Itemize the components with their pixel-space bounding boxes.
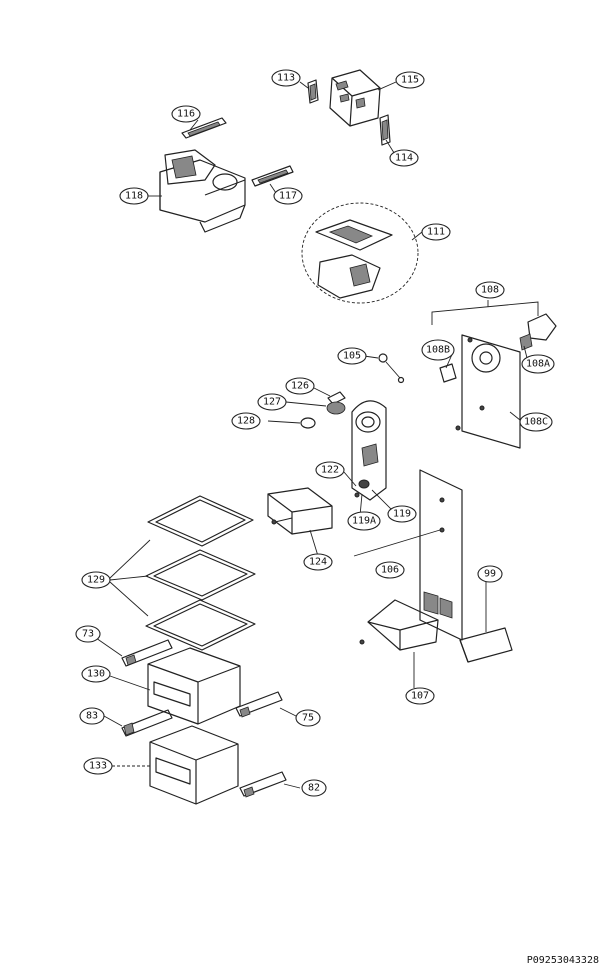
callout-113: 113 [271,69,301,87]
callout-119: 119 [387,505,417,523]
part-117-strip [251,165,294,187]
svg-text:108B: 108B [426,345,450,356]
svg-text:116: 116 [177,109,195,120]
part-119-housing [351,400,387,501]
callout-99: 99 [477,565,503,583]
svg-text:113: 113 [277,73,295,84]
callout-128: 128 [231,412,261,430]
callout-83: 83 [79,707,105,725]
document-id: P09253043328 [527,955,599,966]
svg-text:99: 99 [484,569,496,580]
callout-124: 124 [303,553,333,571]
callout-107: 107 [405,687,435,705]
svg-text:130: 130 [87,669,105,680]
svg-text:118: 118 [125,191,143,202]
part-116-strip [181,117,227,139]
callout-130: 130 [81,665,111,683]
svg-text:83: 83 [86,711,98,722]
part-105-screw [378,353,405,384]
svg-text:122: 122 [321,465,339,476]
svg-text:117: 117 [279,191,297,202]
callout-119a: 119A [347,511,381,531]
svg-text:82: 82 [308,783,320,794]
svg-text:105: 105 [343,351,361,362]
part-129-shelves [109,495,256,651]
svg-text:119: 119 [393,509,411,520]
part-106-panel [353,469,463,641]
svg-text:115: 115 [401,75,419,86]
callout-108: 108 [475,281,505,299]
part-126-127-128 [300,391,346,429]
svg-text:75: 75 [302,713,314,724]
part-118-ice-bucket [159,149,246,233]
part-108-group [431,300,557,449]
callout-129: 129 [81,571,111,589]
callout-111: 111 [421,223,451,241]
callout-73: 73 [75,625,101,643]
part-114-clip [379,114,391,146]
callout-126: 126 [285,377,315,395]
svg-text:127: 127 [263,397,281,408]
callout-108c: 108C [519,412,553,432]
svg-text:108C: 108C [524,417,548,428]
callout-108a: 108A [521,354,555,374]
svg-text:128: 128 [237,416,255,427]
svg-text:119A: 119A [352,516,376,527]
callout-105: 105 [337,347,367,365]
part-82-rail [239,771,301,798]
leader-lines [148,81,529,557]
callout-114: 114 [389,149,419,167]
svg-text:124: 124 [309,557,327,568]
callout-116: 116 [171,105,201,123]
svg-text:107: 107 [411,691,429,702]
svg-text:108A: 108A [526,359,550,370]
callout-118: 118 [119,187,149,205]
callout-115: 115 [395,71,425,89]
svg-text:73: 73 [82,629,94,640]
part-73-rail [95,637,173,667]
svg-text:126: 126 [291,381,309,392]
callout-106: 106 [375,561,405,579]
callout-82: 82 [301,779,327,797]
svg-text:108: 108 [481,285,499,296]
svg-text:111: 111 [427,227,445,238]
svg-text:106: 106 [381,565,399,576]
part-133-drawer [112,725,239,805]
svg-text:133: 133 [89,761,107,772]
part-111-detail-view [301,202,419,304]
svg-text:129: 129 [87,575,105,586]
part-107-funnel [359,599,439,688]
part-75-rail [235,691,297,718]
callout-133: 133 [83,757,113,775]
callout-127: 127 [257,393,287,411]
callout-117: 117 [273,187,303,205]
svg-text:114: 114 [395,153,413,164]
part-99-drip-tray [459,580,513,663]
part-115-ice-maker [329,69,381,127]
part-83-rail [103,709,173,737]
callout-122: 122 [315,461,345,479]
callout-108b: 108B [421,339,455,361]
callout-75: 75 [295,709,321,727]
part-124-duct [267,487,333,535]
part-113-bracket [307,79,319,104]
